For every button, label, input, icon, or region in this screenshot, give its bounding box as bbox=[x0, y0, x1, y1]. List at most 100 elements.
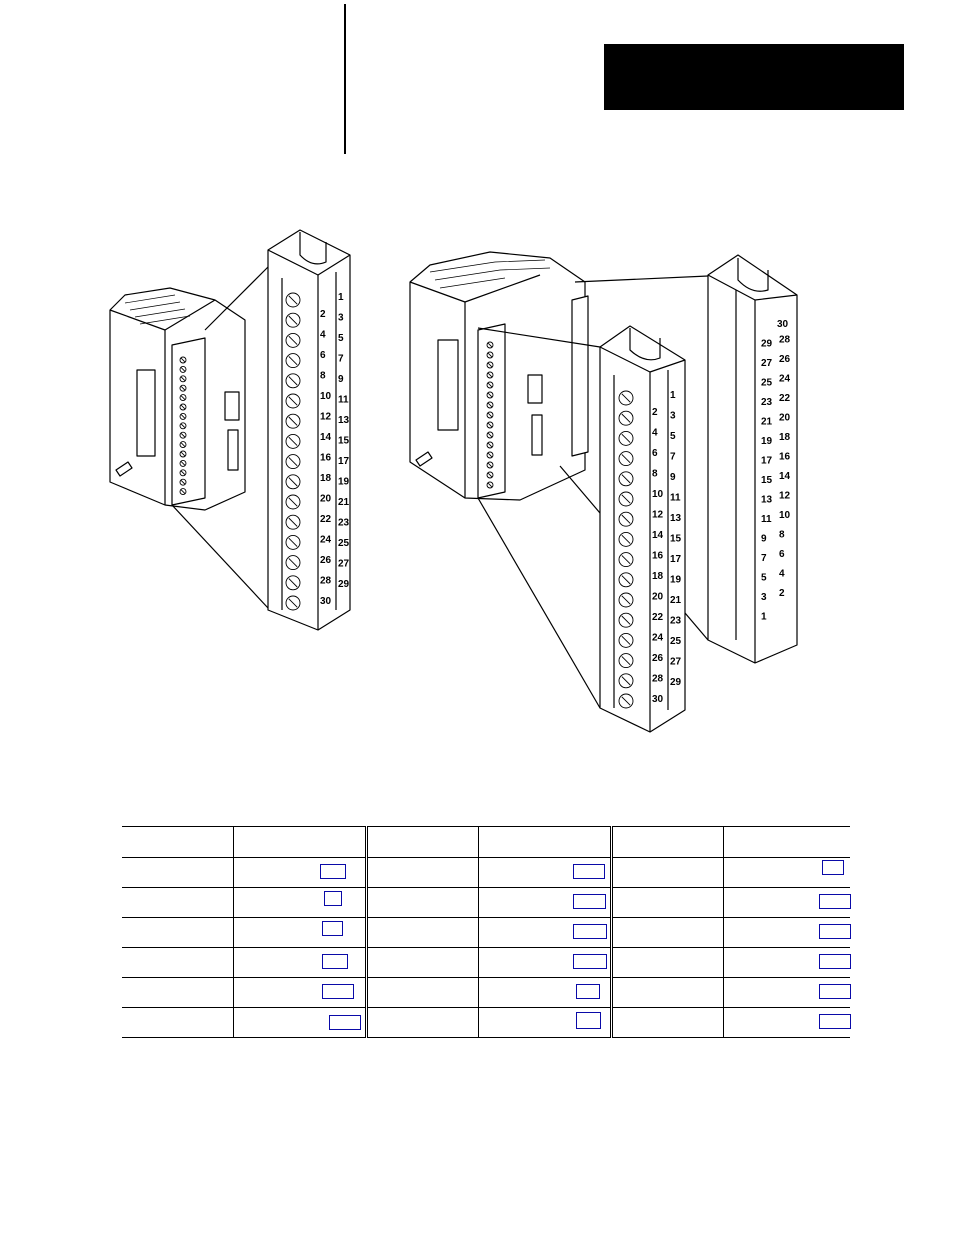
cross-reference-link[interactable] bbox=[819, 984, 851, 999]
terminal-number: 29 bbox=[761, 339, 773, 350]
cross-reference-link[interactable] bbox=[573, 924, 607, 939]
left-module-body bbox=[109, 287, 246, 511]
terminal-number: 2 bbox=[320, 309, 326, 320]
terminal-screw-slot bbox=[180, 433, 186, 438]
terminal-number: 17 bbox=[338, 456, 350, 467]
terminal-screw bbox=[486, 451, 494, 459]
cross-reference-link[interactable] bbox=[819, 894, 851, 909]
header-cell bbox=[610, 826, 724, 858]
terminal-screw-slot bbox=[288, 457, 298, 467]
terminal-screw bbox=[618, 673, 634, 689]
terminal-screw bbox=[618, 410, 634, 426]
cross-reference-link[interactable] bbox=[819, 924, 851, 939]
right-front-terminal-block bbox=[599, 325, 686, 733]
cross-reference-link[interactable] bbox=[324, 891, 342, 906]
cross-reference-link[interactable] bbox=[322, 954, 348, 969]
left-terminal-numbers: 1357911131517192123252729246810121416182… bbox=[320, 292, 350, 607]
terminal-screw bbox=[285, 474, 301, 490]
table-cell bbox=[365, 1007, 479, 1038]
terminal-screw-slot bbox=[621, 595, 631, 605]
terminal-number: 11 bbox=[338, 395, 349, 406]
cross-reference-link[interactable] bbox=[573, 954, 607, 969]
table-cell bbox=[723, 1007, 851, 1038]
terminal-screw bbox=[285, 413, 301, 429]
terminal-screw bbox=[179, 394, 187, 402]
terminal-screw-slot bbox=[621, 555, 631, 565]
cross-reference-link[interactable] bbox=[322, 921, 343, 936]
terminal-number: 23 bbox=[761, 397, 773, 408]
terminal-screw-slot bbox=[180, 423, 186, 428]
terminal-screw bbox=[285, 575, 301, 591]
table-cell bbox=[233, 1007, 367, 1038]
terminal-number: 7 bbox=[338, 354, 344, 365]
terminal-number: 17 bbox=[761, 456, 773, 467]
cross-reference-link[interactable] bbox=[576, 984, 600, 999]
terminal-screw bbox=[285, 353, 301, 369]
cross-reference-link[interactable] bbox=[322, 984, 354, 999]
terminal-screw bbox=[486, 421, 494, 429]
table-row bbox=[122, 977, 851, 1008]
table-cell bbox=[610, 977, 724, 1008]
terminal-number: 17 bbox=[670, 554, 682, 565]
cross-reference-link[interactable] bbox=[576, 1012, 601, 1029]
terminal-screw-slot bbox=[487, 352, 493, 358]
terminal-number: 14 bbox=[652, 530, 664, 541]
terminal-screw bbox=[285, 494, 301, 510]
terminal-screw bbox=[618, 511, 634, 527]
terminal-number: 11 bbox=[670, 493, 681, 504]
left-module-release-lever bbox=[115, 461, 133, 477]
terminal-screw-slot bbox=[180, 489, 186, 494]
terminal-number: 2 bbox=[779, 588, 785, 599]
terminal-screw-slot bbox=[180, 461, 186, 466]
table-row bbox=[122, 1007, 851, 1038]
terminal-number: 15 bbox=[670, 534, 682, 545]
terminal-screw bbox=[179, 403, 187, 411]
terminal-screw bbox=[285, 514, 301, 530]
terminal-number: 26 bbox=[779, 354, 791, 365]
terminal-screw-slot bbox=[180, 367, 186, 372]
terminal-screw-slot bbox=[487, 382, 493, 388]
terminal-screw-slot bbox=[621, 433, 631, 443]
terminal-number: 3 bbox=[338, 313, 344, 324]
terminal-screw-slot bbox=[487, 412, 493, 418]
terminal-number: 9 bbox=[670, 472, 676, 483]
terminal-screw bbox=[285, 393, 301, 409]
terminal-number: 1 bbox=[338, 292, 344, 303]
terminal-screw-slot bbox=[288, 376, 298, 386]
terminal-number: 12 bbox=[779, 491, 791, 502]
terminal-screw-slot bbox=[288, 416, 298, 426]
terminal-screw-slot bbox=[288, 558, 298, 568]
terminal-screw-slot bbox=[180, 376, 186, 381]
cross-reference-link[interactable] bbox=[320, 864, 346, 879]
terminal-number: 29 bbox=[670, 677, 682, 688]
terminal-screw-slot bbox=[621, 393, 631, 403]
cross-reference-link[interactable] bbox=[819, 1014, 851, 1029]
terminal-number: 28 bbox=[320, 576, 332, 587]
terminal-number: 10 bbox=[320, 391, 332, 402]
terminal-screw bbox=[285, 312, 301, 328]
terminal-screw-slot bbox=[621, 615, 631, 625]
terminal-screw-slot bbox=[621, 474, 631, 484]
terminal-number: 23 bbox=[338, 518, 350, 529]
table-cell bbox=[365, 857, 479, 888]
terminal-number: 30 bbox=[320, 596, 332, 607]
cross-reference-link[interactable] bbox=[329, 1015, 361, 1030]
cross-reference-link[interactable] bbox=[573, 864, 605, 879]
left-leader-bottom bbox=[171, 504, 269, 609]
terminal-number: 20 bbox=[652, 592, 664, 603]
cross-reference-link[interactable] bbox=[819, 954, 851, 969]
terminal-number: 29 bbox=[338, 579, 350, 590]
terminal-screw-slot bbox=[288, 497, 298, 507]
terminal-number: 5 bbox=[670, 431, 676, 442]
right-module-body bbox=[409, 251, 589, 501]
cross-reference-link[interactable] bbox=[573, 894, 606, 909]
table-cell bbox=[233, 947, 367, 978]
header-vertical-rule bbox=[344, 4, 346, 154]
terminal-screw-slot bbox=[288, 578, 298, 588]
terminal-number: 27 bbox=[761, 358, 773, 369]
terminal-screw bbox=[179, 375, 187, 383]
cross-reference-link[interactable] bbox=[822, 860, 844, 875]
terminal-screw bbox=[486, 411, 494, 419]
header-cell bbox=[723, 826, 850, 858]
terminal-screw bbox=[486, 351, 494, 359]
